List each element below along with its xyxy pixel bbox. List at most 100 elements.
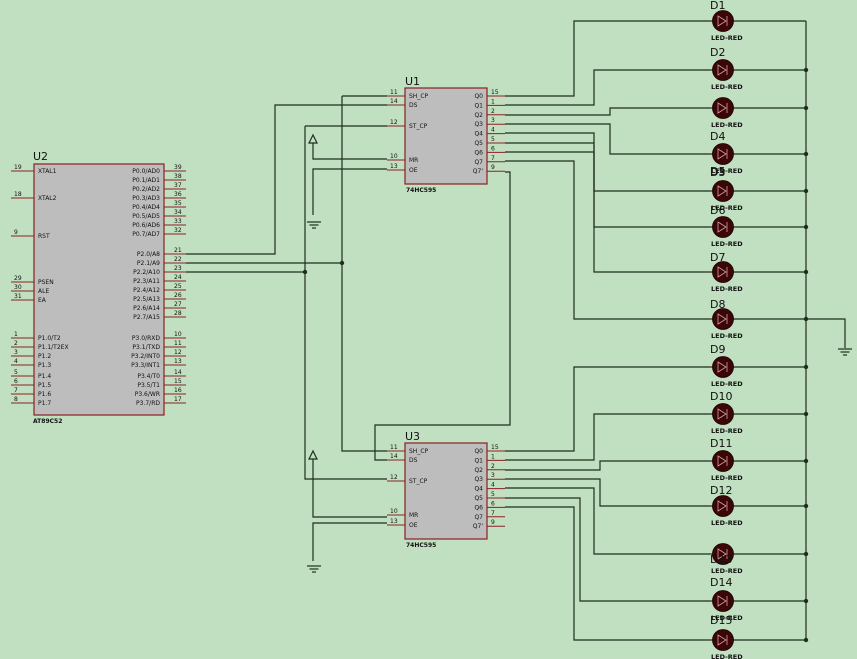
pin-label: Q1 — [474, 457, 483, 464]
pin-number: 2 — [491, 463, 495, 470]
pin-label: Q7 — [474, 514, 483, 521]
wire — [505, 506, 710, 641]
led-ref: D2 — [710, 46, 725, 59]
wire — [312, 459, 387, 518]
pin-label: SH_CP — [409, 448, 429, 455]
led-body — [712, 143, 734, 165]
pin-label: P2.0/A8 — [137, 251, 160, 258]
wire — [505, 366, 710, 452]
pin-label: P1.6 — [38, 391, 51, 398]
pin-label: Q7' — [473, 523, 484, 530]
pin-label: Q7' — [473, 168, 484, 175]
pin-label: Q3 — [474, 476, 483, 483]
pin-number: 15 — [174, 378, 182, 385]
pin-number: 39 — [174, 164, 182, 171]
pin-number: 1 — [14, 331, 18, 338]
led-label: LED-RED — [711, 519, 743, 527]
led-triangle — [717, 185, 727, 197]
pin-number: 38 — [174, 173, 182, 180]
pin-label: Q2 — [474, 467, 483, 474]
led-ref: D1 — [710, 0, 725, 12]
wire — [505, 413, 710, 461]
pin-label: P2.4/A12 — [133, 287, 160, 294]
pin-label: P1.7 — [38, 400, 51, 407]
wire — [505, 20, 710, 97]
pin-number: 10 — [174, 331, 182, 338]
pin-number: 4 — [491, 127, 495, 134]
led-ref: D3 — [710, 166, 725, 179]
leds: D1LED-REDD2LED-REDD3LED-REDD4LED-REDD5LE… — [710, 0, 806, 659]
junction-dot — [339, 260, 345, 266]
pin-label: DS — [409, 102, 418, 109]
junction-dot — [302, 269, 308, 275]
pin-label: MR — [409, 157, 418, 164]
led-label: LED-RED — [711, 427, 743, 435]
chip-u3-ref: U3 — [405, 430, 420, 443]
led-triangle — [717, 221, 727, 233]
pin-label: P1.3 — [38, 362, 51, 369]
pin-number: 3 — [491, 117, 495, 124]
led-body — [712, 10, 734, 32]
pin-label: P3.3/INT1 — [131, 362, 160, 369]
wire — [312, 522, 387, 561]
pin-number: 14 — [174, 369, 182, 376]
pin-label: P0.3/AD3 — [132, 195, 160, 202]
pin-label: MR — [409, 512, 418, 519]
wire — [505, 460, 710, 471]
pin-number: 6 — [14, 378, 18, 385]
wire — [304, 126, 387, 480]
pin-number: 15 — [491, 89, 499, 96]
wire — [505, 142, 710, 228]
pin-number: 9 — [14, 229, 18, 236]
power-symbol — [308, 133, 318, 144]
pin-number: 7 — [14, 387, 18, 394]
pin-label: P2.2/A10 — [133, 269, 160, 276]
pin-label: P1.4 — [38, 373, 51, 380]
pin-number: 33 — [174, 218, 182, 225]
chip-u1-body — [404, 87, 488, 185]
chip-u1: U174HC59511SH_CP14DS12ST_CP10MR13OE15Q01… — [387, 75, 505, 194]
pin-number: 21 — [174, 247, 182, 254]
led-ref: D8 — [710, 298, 725, 311]
pin-label: P3.2/INT0 — [131, 353, 160, 360]
led-label: LED-RED — [711, 474, 743, 482]
wire — [505, 132, 710, 192]
pin-label: Q4 — [474, 486, 483, 493]
led-triangle — [717, 634, 727, 646]
led-body — [712, 403, 734, 425]
pin-number: 2 — [14, 340, 18, 347]
led-label: LED-RED — [711, 285, 743, 293]
led-ref: D10 — [710, 390, 732, 403]
pin-number: 3 — [14, 349, 18, 356]
pin-number: 18 — [14, 191, 22, 198]
pin-label: Q6 — [474, 504, 483, 511]
pin-number: 35 — [174, 200, 182, 207]
pin-number: 6 — [491, 500, 495, 507]
pin-number: 37 — [174, 182, 182, 189]
wire — [505, 69, 710, 106]
pin-number: 19 — [14, 164, 22, 171]
led-ref: D7 — [710, 251, 725, 264]
led-label: LED-RED — [711, 332, 743, 340]
pin-label: P2.7/A15 — [133, 314, 160, 321]
pin-label: P0.1/AD1 — [132, 177, 160, 184]
pin-number: 17 — [174, 396, 182, 403]
led-triangle — [717, 361, 727, 373]
led-body — [712, 59, 734, 81]
pin-number: 11 — [390, 89, 398, 96]
pin-label: Q6 — [474, 149, 483, 156]
pin-label: P0.0/AD0 — [132, 168, 160, 175]
pin-label: P1.2 — [38, 353, 51, 360]
pin-number: 36 — [174, 191, 182, 198]
pin-number: 34 — [174, 209, 182, 216]
pin-number: 1 — [491, 98, 495, 105]
pin-label: Q5 — [474, 495, 483, 502]
led-triangle — [717, 548, 727, 560]
pin-label: EA — [38, 297, 47, 304]
led-triangle — [717, 595, 727, 607]
